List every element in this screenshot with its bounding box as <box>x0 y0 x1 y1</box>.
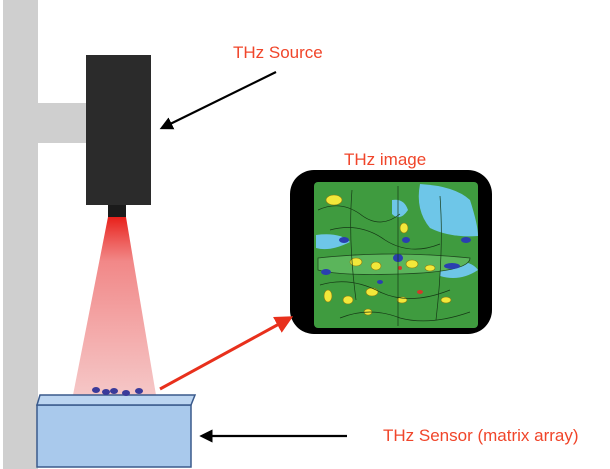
thz-image-label: THz image <box>344 150 427 169</box>
thz-source-label: THz Source <box>233 43 323 62</box>
sensor-box-top <box>35 394 197 406</box>
sensor-box-front <box>36 404 192 468</box>
thz-sensor-label: THz Sensor (matrix array) <box>383 426 579 445</box>
thz-beam <box>73 217 156 395</box>
sample-particles <box>92 387 143 396</box>
source-arrow <box>159 71 277 130</box>
stand-arm <box>38 103 86 143</box>
thz-image-field <box>314 182 478 328</box>
image-arrow <box>159 316 294 391</box>
thz-source-nozzle <box>108 205 126 217</box>
thz-source-block <box>86 55 151 205</box>
stand-pillar <box>3 0 38 469</box>
